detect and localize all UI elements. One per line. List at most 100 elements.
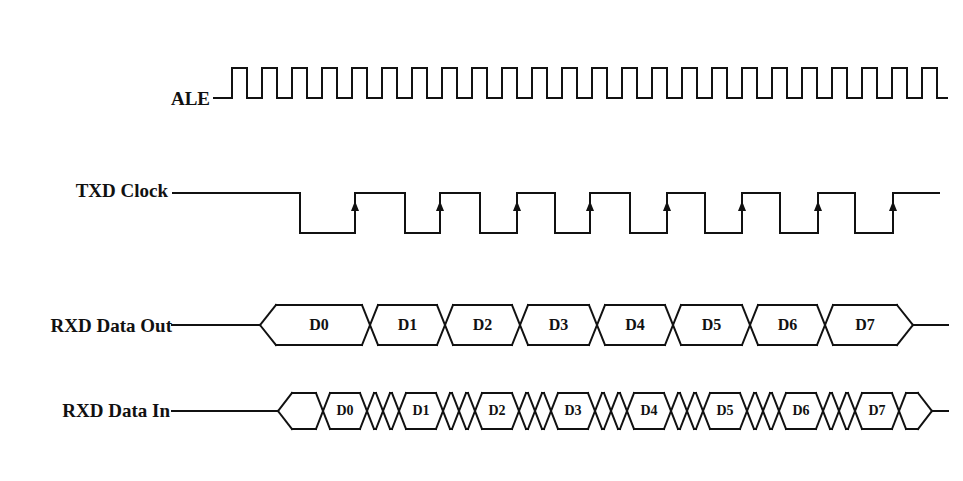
data-in-bus [406,392,436,394]
data-out-bus [758,304,817,306]
data-in-bus [906,428,918,430]
data-out-bus [913,324,948,326]
data-out-bus [897,325,913,345]
data-in-bus [316,393,330,429]
data-in-bus [604,393,618,429]
data-in-bus [918,393,932,411]
rising-edge-arrow [586,201,594,211]
data-bit-label: D3 [564,404,581,418]
data-out-bus [605,304,665,306]
data-bit-label: D5 [716,404,733,418]
data-bit-label: D1 [398,317,418,333]
data-in-bus [604,393,618,429]
rising-edge-arrow [513,201,521,211]
data-in-bus [786,428,816,430]
data-bit-label: D4 [640,404,657,418]
data-out-bus [681,344,742,346]
data-bit-label: D5 [702,317,722,333]
signal-name: RXD Data In [62,401,170,420]
data-out-bus [817,305,833,345]
data-bit-label: D7 [855,317,875,333]
clock-waveform [172,193,940,233]
data-in-bus [558,392,588,394]
data-in-bus [392,393,406,429]
data-out-bus [437,305,453,345]
data-bit-label: D2 [488,404,505,418]
data-in-bus [528,393,542,429]
signal-name: RXD Data Out [51,316,172,335]
data-in-bus [696,393,710,429]
rising-edge-arrow [738,201,746,211]
data-bit-label: D6 [778,317,798,333]
data-in-bus [848,393,862,429]
data-out-bus [453,344,512,346]
data-out-bus [528,344,589,346]
data-in-bus [710,392,740,394]
data-in-bus [406,428,436,430]
data-in-bus [710,428,740,430]
data-out-bus [681,304,742,306]
data-out-bus [260,305,276,325]
data-out-bus [833,344,897,346]
data-bit-label: D2 [473,317,493,333]
rising-edge-arrow [663,201,671,211]
data-out-bus [742,305,758,345]
data-out-bus [833,304,897,306]
data-in-bus [468,393,482,429]
data-in-bus [436,393,450,429]
data-out-bus [897,305,913,325]
signal-name: TXD Clock [76,181,168,200]
data-in-bus [696,393,710,429]
data-in-bus [278,393,292,411]
data-in-bus [330,392,360,394]
data-out-bus [362,305,378,345]
data-in-bus [892,393,906,429]
data-out-bus [605,344,665,346]
data-in-bus [918,411,932,429]
data-in-bus [620,393,634,429]
data-in-bus [620,393,634,429]
signal-name: ALE [171,89,210,108]
data-in-bus [544,393,558,429]
data-in-bus [680,393,694,429]
data-in-bus [740,393,754,429]
data-in-bus [482,428,512,430]
rising-edge-arrow [436,201,444,211]
data-in-bus [740,393,754,429]
data-bit-label: D0 [309,317,329,333]
data-in-bus [932,410,948,412]
data-in-bus [360,393,374,429]
data-in-bus [528,393,542,429]
data-in-bus [634,428,664,430]
data-in-bus [376,393,390,429]
data-in-bus [292,392,316,394]
data-bit-label: D1 [412,404,429,418]
data-bit-label: D6 [792,404,809,418]
ale-waveform [213,68,948,98]
data-out-bus [665,305,681,345]
data-in-bus [664,393,678,429]
data-out-bus [512,305,528,345]
data-out-bus [665,305,681,345]
data-out-bus [528,304,589,306]
data-out-bus [758,344,817,346]
data-in-bus [436,393,450,429]
data-out-bus [589,305,605,345]
data-out-bus [453,304,512,306]
data-in-bus [588,393,602,429]
rising-edge-arrow [351,201,359,211]
data-in-bus [468,393,482,429]
data-in-bus [786,392,816,394]
data-bit-label: D4 [625,317,645,333]
data-in-bus [316,393,330,429]
data-in-bus [512,393,526,429]
data-in-bus [360,393,374,429]
data-out-bus [817,305,833,345]
data-in-bus [816,393,830,429]
data-in-bus [558,428,588,430]
data-out-bus [378,344,437,346]
data-in-bus [832,393,846,429]
data-out-bus [589,305,605,345]
data-in-bus [756,393,770,429]
data-in-bus [452,393,466,429]
